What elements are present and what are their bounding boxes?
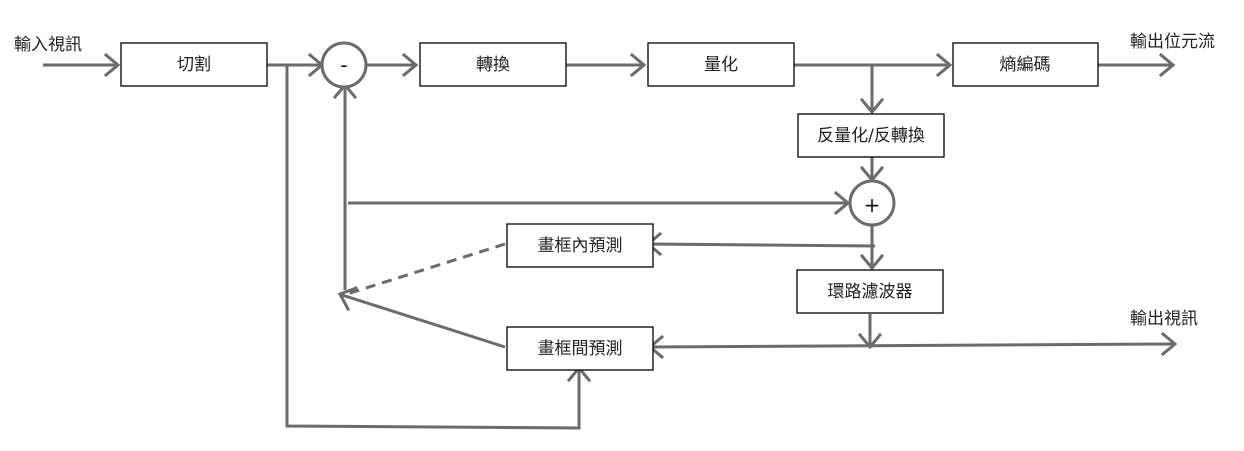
transform-block: 轉換 xyxy=(419,42,567,87)
output-video-line xyxy=(649,342,1176,349)
input-video-label: 輸入視訊 xyxy=(14,35,82,55)
output-video-label: 輸出視訊 xyxy=(1130,309,1198,329)
svg-text:量化: 量化 xyxy=(704,55,738,75)
subtract-node: - xyxy=(320,41,368,89)
svg-text:切割: 切割 xyxy=(177,55,211,75)
partition-block: 切割 xyxy=(120,42,268,87)
recon-to-intra-arrow xyxy=(647,242,876,248)
inter-to-mode-select-line xyxy=(341,293,506,349)
add-symbol: + xyxy=(864,193,881,217)
entropy-coding-block: 熵編碼 xyxy=(952,42,1099,87)
inverse-quant-transform-block: 反量化/反轉換 xyxy=(797,113,945,158)
svg-text:畫框內預測: 畫框內預測 xyxy=(538,236,623,256)
subtract-symbol: - xyxy=(340,53,347,77)
svg-text:環路濾波器: 環路濾波器 xyxy=(828,282,913,302)
svg-text:熵編碼: 熵編碼 xyxy=(1000,55,1051,75)
output-bitstream-label: 輸出位元流 xyxy=(1130,32,1215,52)
svg-text:畫框間預測: 畫框間預測 xyxy=(538,339,623,359)
intra-prediction-block: 畫框內預測 xyxy=(506,223,654,268)
partition-to-inter-arrow xyxy=(285,65,581,430)
svg-text:轉換: 轉換 xyxy=(476,55,510,75)
connectors xyxy=(43,52,1178,430)
loop-filter-block: 環路濾波器 xyxy=(796,269,944,314)
inter-prediction-block: 畫框間預測 xyxy=(506,326,654,371)
quantization-block: 量化 xyxy=(647,42,795,87)
intra-to-mode-select-dashed xyxy=(343,242,506,297)
svg-text:反量化/反轉換: 反量化/反轉換 xyxy=(817,126,925,146)
add-node: + xyxy=(848,179,896,227)
